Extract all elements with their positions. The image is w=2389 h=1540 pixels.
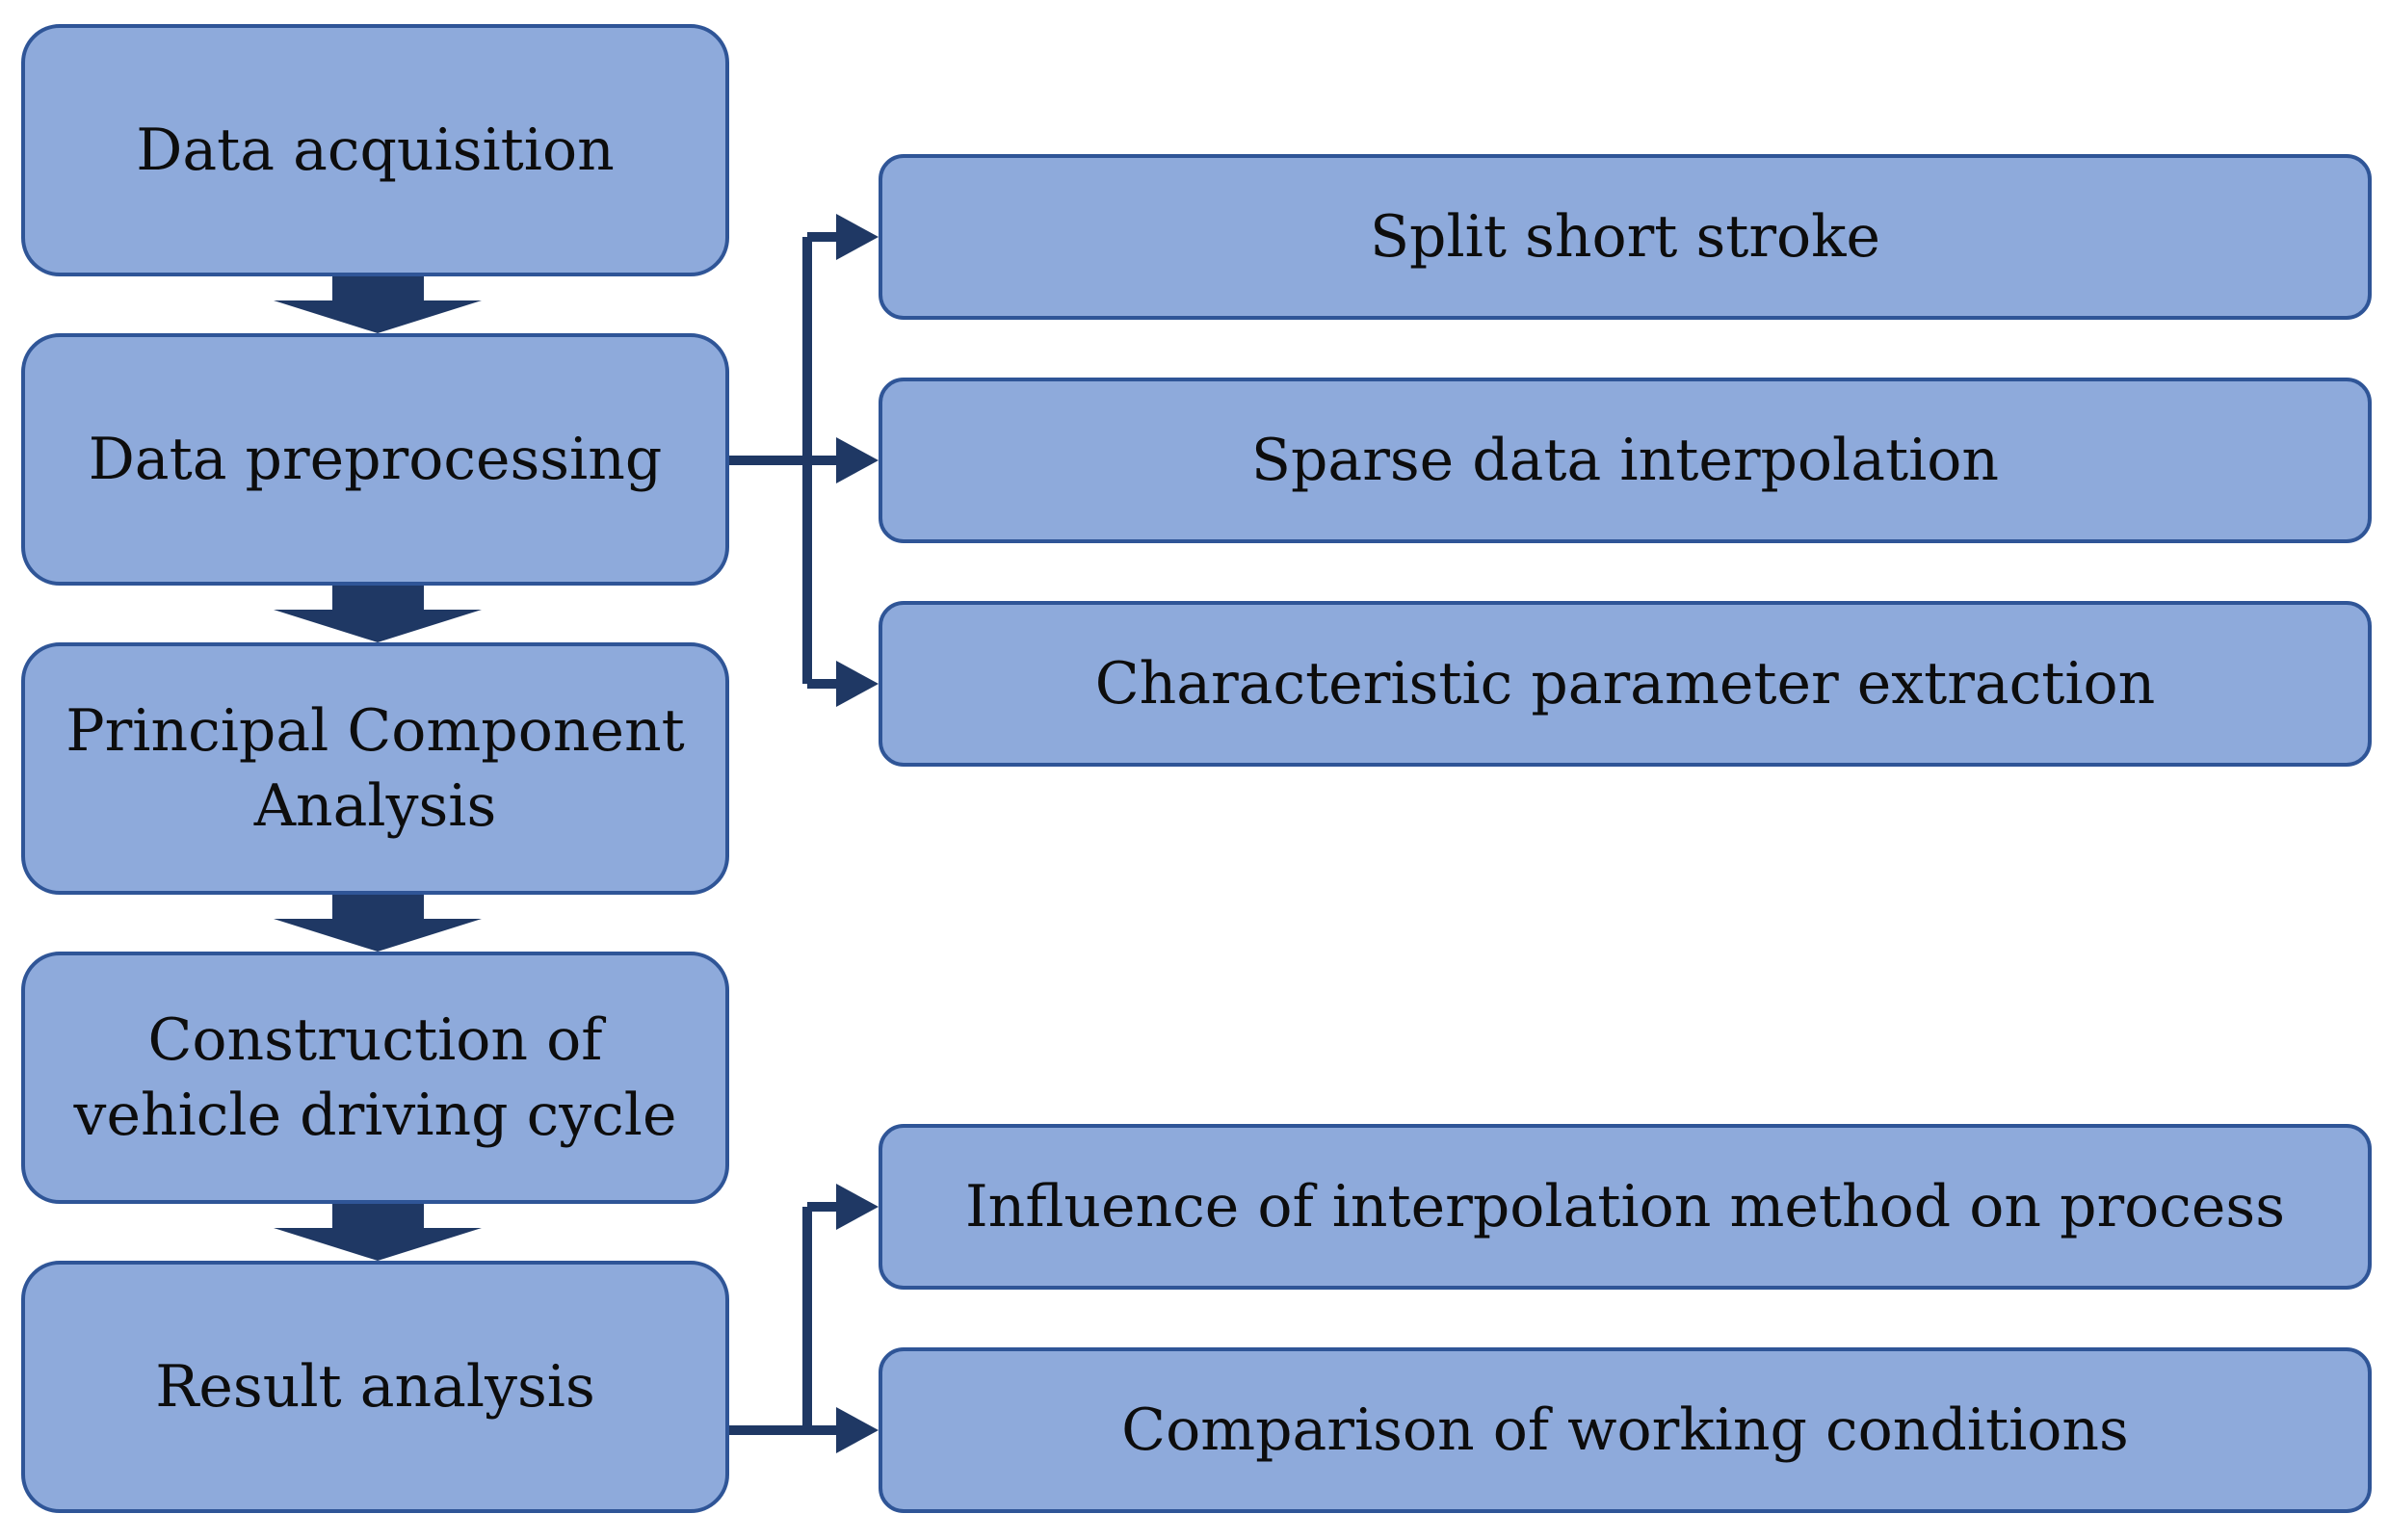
branch-label: Influence of interpolation method on pro… [964,1173,2285,1240]
branch-label: Comparison of working conditions [1121,1396,2129,1464]
down-arrow-2 [274,586,482,642]
branch-sparse-data-interpolation: Sparse data interpolation [879,378,2372,543]
branch-influence-of-interpolation: Influence of interpolation method on pro… [879,1124,2372,1290]
branch-characteristic-parameter-extraction: Characteristic parameter extraction [879,601,2372,767]
step-principal-component-analysis: Principal Component Analysis [21,642,729,895]
step-data-preprocessing: Data preprocessing [21,333,729,586]
step-label: Data preprocessing [88,426,663,493]
analysis-branch-connector [729,1202,838,1435]
step-construction-driving-cycle: Construction of vehicle driving cycle [21,952,729,1204]
down-arrow-3 [274,895,482,952]
branch-arrowhead-influence [836,1184,879,1230]
step-label: Result analysis [155,1353,595,1421]
branch-arrowhead-characteristic [836,661,879,707]
down-arrow-1 [274,276,482,333]
step-data-acquisition: Data acquisition [21,24,729,276]
branch-comparison-of-working-conditions: Comparison of working conditions [879,1347,2372,1513]
step-label: Data acquisition [136,117,615,184]
step-label: Construction of vehicle driving cycle [73,1006,677,1149]
branch-arrowhead-split [836,214,879,260]
branch-arrowhead-sparse [836,437,879,483]
branch-label: Split short stroke [1369,203,1881,271]
branch-label: Sparse data interpolation [1250,427,2000,494]
step-label: Principal Component Analysis [66,697,685,840]
branch-arrowhead-comparison [836,1407,879,1453]
down-arrow-4 [274,1204,482,1261]
branch-split-short-stroke: Split short stroke [879,154,2372,320]
preprocessing-branch-connector [729,232,838,689]
branch-label: Characteristic parameter extraction [1094,650,2156,718]
step-result-analysis: Result analysis [21,1261,729,1513]
